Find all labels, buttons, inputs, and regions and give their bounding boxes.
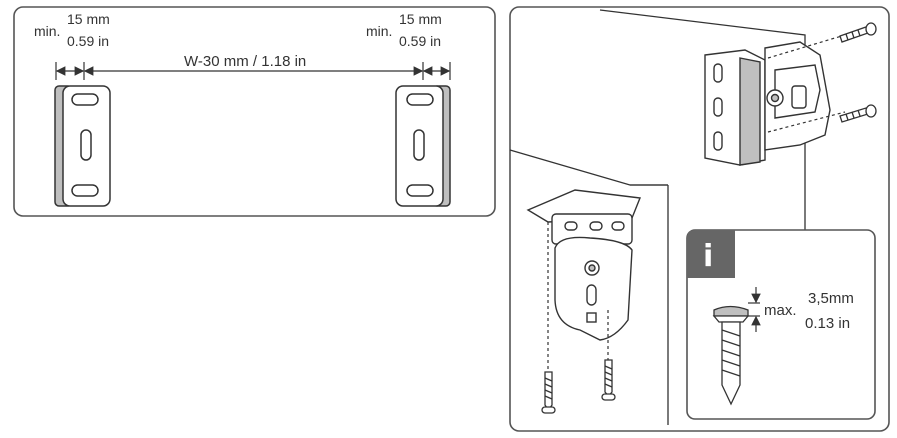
info-icon: i <box>703 239 713 274</box>
left-min-label: min. <box>34 23 60 39</box>
screw-head-mm: 3,5mm <box>808 290 854 307</box>
left-panel: min. 15 mm 0.59 in min. 15 mm 0.59 in W-… <box>13 6 496 217</box>
screw-bottom-right <box>601 359 616 401</box>
info-badge <box>687 230 735 278</box>
wall-mount-bracket <box>704 41 831 166</box>
left-panel-frame <box>13 6 496 217</box>
wall-screw-bottom <box>839 104 877 123</box>
screw-head-in: 0.13 in <box>805 315 850 332</box>
info-box: i max. 3,5mm 0.13 in <box>686 229 876 420</box>
left-margin-mm: 15 mm <box>67 11 110 27</box>
width-dimension-label: W-30 mm / 1.18 in <box>184 53 306 70</box>
right-bracket <box>395 85 451 207</box>
wall-screw-top <box>839 22 877 43</box>
right-panel: i max. 3,5mm 0.13 in <box>509 6 890 432</box>
left-margin-in: 0.59 in <box>67 33 109 49</box>
dimension-lines <box>55 62 451 80</box>
right-margin-mm: 15 mm <box>399 11 442 27</box>
wall-screw-guides <box>767 34 846 133</box>
screw-detail <box>712 305 750 406</box>
right-min-label: min. <box>366 23 392 39</box>
window-frame <box>509 9 806 425</box>
left-bracket <box>54 85 111 207</box>
right-panel-frame <box>509 6 890 432</box>
head-height-dimension <box>748 287 761 332</box>
max-label: max. <box>764 302 797 319</box>
right-margin-in: 0.59 in <box>399 33 441 49</box>
top-mount-bracket <box>526 189 641 341</box>
screw-bottom-left <box>541 371 556 414</box>
